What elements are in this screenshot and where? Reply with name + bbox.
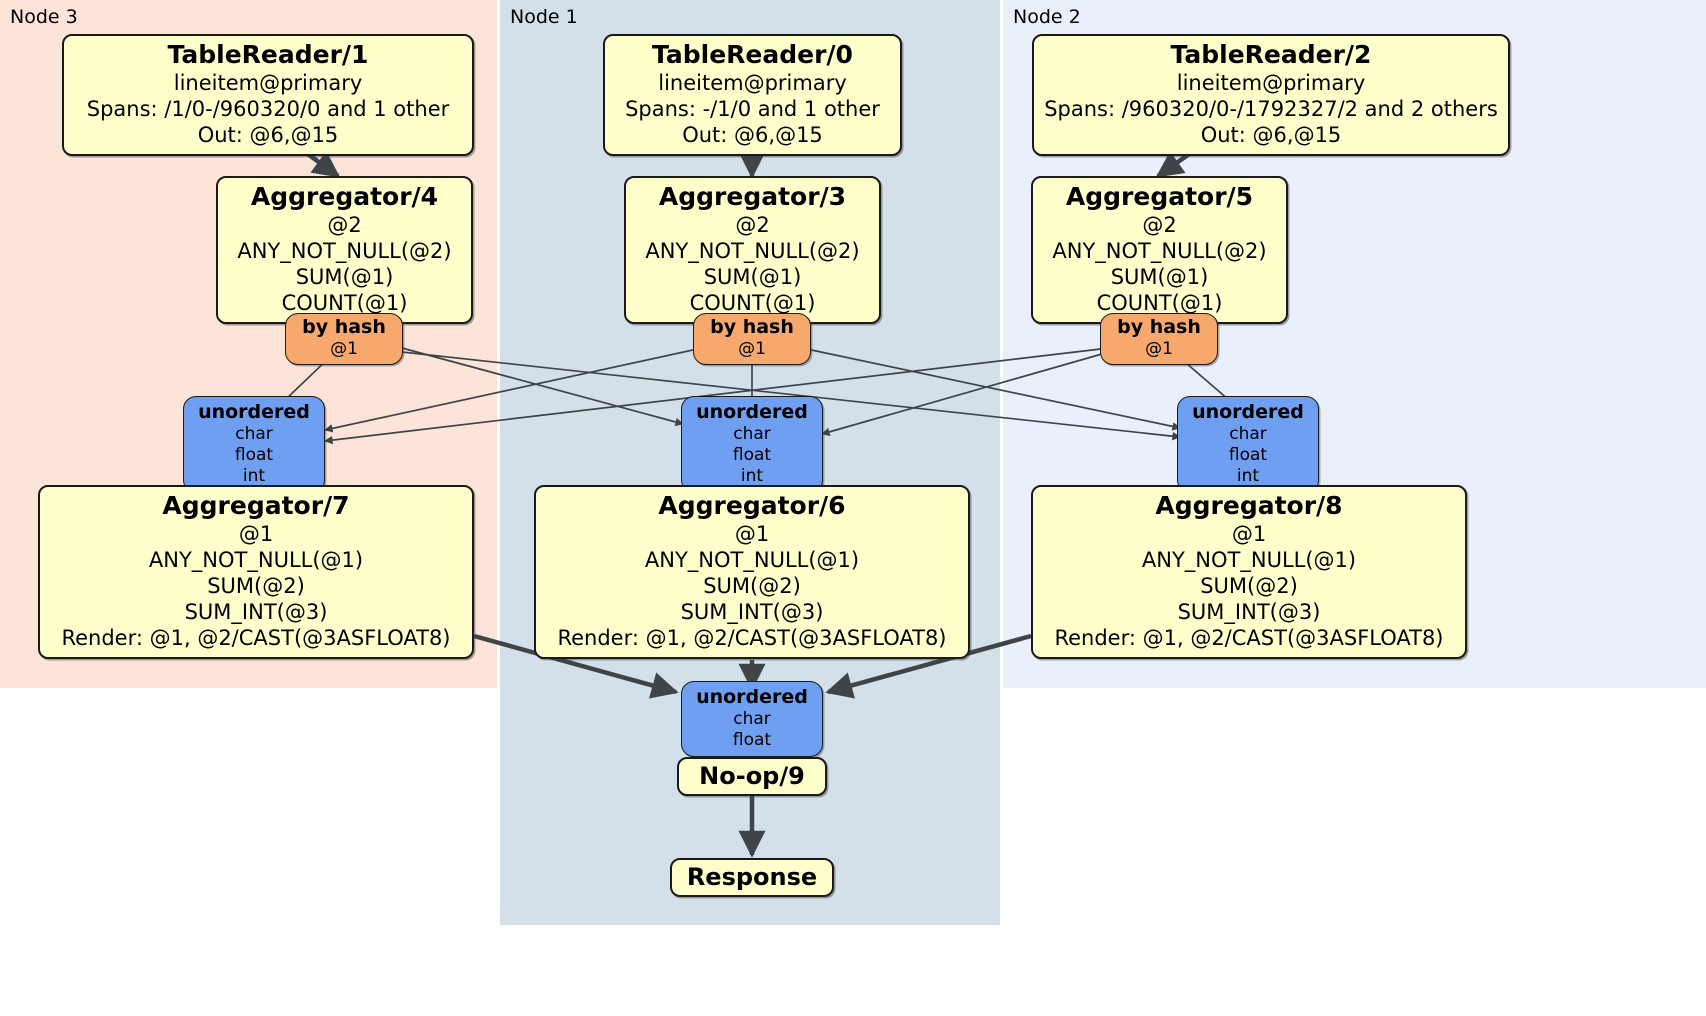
processor-line: SUM(@2) [207, 574, 305, 598]
processor-line: @2 [327, 213, 362, 237]
processor-line: SUM(@2) [1200, 574, 1298, 598]
synchronizer-unordered-node1[interactable]: unordered char float int [681, 396, 823, 493]
router-by-hash-node1[interactable]: by hash @1 [693, 313, 811, 365]
synchronizer-unordered-final[interactable]: unordered char float [681, 681, 823, 757]
synchronizer-line: char [733, 424, 771, 444]
processor-title: Aggregator/8 [1155, 491, 1343, 520]
synchronizer-line: float [732, 445, 772, 465]
processor-line: SUM_INT(@3) [1177, 600, 1321, 624]
processor-line: lineitem@primary [658, 71, 847, 95]
processor-noop-9[interactable]: No-op/9 [677, 757, 827, 796]
processor-line: COUNT(@1) [1096, 291, 1223, 315]
processor-aggregator-6[interactable]: Aggregator/6 @1 ANY_NOT_NULL(@1) SUM(@2)… [534, 485, 970, 659]
processor-line: @1 [734, 522, 770, 546]
router-line: @1 [330, 339, 358, 359]
processor-title: TableReader/0 [652, 40, 853, 69]
synchronizer-title: unordered [696, 401, 808, 423]
synchronizer-unordered-node2[interactable]: unordered char float int [1177, 396, 1319, 493]
processor-line: ANY_NOT_NULL(@2) [645, 239, 860, 263]
synchronizer-title: unordered [198, 401, 310, 423]
processor-line: ANY_NOT_NULL(@1) [148, 548, 364, 572]
processor-line: SUM(@1) [703, 265, 802, 289]
processor-line: Out: @6,@15 [1200, 123, 1342, 147]
router-by-hash-node3[interactable]: by hash @1 [285, 313, 403, 365]
processor-line: ANY_NOT_NULL(@2) [237, 239, 452, 263]
router-by-hash-node2[interactable]: by hash @1 [1100, 313, 1218, 365]
router-line: @1 [1145, 339, 1173, 359]
processor-line: ANY_NOT_NULL(@2) [1052, 239, 1267, 263]
synchronizer-line: char [1229, 424, 1267, 444]
processor-line: lineitem@primary [1176, 71, 1366, 95]
processor-line: Spans: /960320/0-/1792327/2 and 2 others [1044, 97, 1498, 121]
processor-line: SUM(@2) [703, 574, 801, 598]
processor-title: TableReader/1 [167, 40, 369, 69]
processor-title: Response [686, 863, 818, 891]
panel-node-2-label: Node 2 [1013, 6, 1081, 28]
processor-aggregator-7[interactable]: Aggregator/7 @1 ANY_NOT_NULL(@1) SUM(@2)… [38, 485, 474, 659]
processor-line: @2 [1142, 213, 1177, 237]
processor-line: COUNT(@1) [281, 291, 408, 315]
processor-title: Aggregator/6 [658, 491, 846, 520]
processor-line: COUNT(@1) [689, 291, 816, 315]
processor-title: No-op/9 [699, 762, 805, 790]
processor-render-line: Render: @1, @2/CAST(@3ASFLOAT8) [61, 626, 451, 650]
processor-line: ANY_NOT_NULL(@1) [1141, 548, 1357, 572]
synchronizer-line: int [242, 466, 266, 486]
processor-title: Aggregator/5 [1065, 182, 1254, 211]
router-title: by hash [710, 316, 794, 338]
processor-line: Out: @6,@15 [197, 123, 339, 147]
router-title: by hash [302, 316, 386, 338]
synchronizer-line: char [235, 424, 273, 444]
processor-render-line: Render: @1, @2/CAST(@3ASFLOAT8) [1054, 626, 1444, 650]
processor-line: @1 [238, 522, 274, 546]
processor-tablereader-0[interactable]: TableReader/0 lineitem@primary Spans: -/… [603, 34, 902, 156]
synchronizer-title: unordered [696, 686, 808, 708]
processor-line: SUM_INT(@3) [680, 600, 824, 624]
processor-line: Spans: /1/0-/960320/0 and 1 other [86, 97, 450, 121]
synchronizer-unordered-node3[interactable]: unordered char float int [183, 396, 325, 493]
processor-aggregator-8[interactable]: Aggregator/8 @1 ANY_NOT_NULL(@1) SUM(@2)… [1031, 485, 1467, 659]
processor-title: Aggregator/7 [162, 491, 350, 520]
processor-line: SUM_INT(@3) [184, 600, 328, 624]
processor-tablereader-1[interactable]: TableReader/1 lineitem@primary Spans: /1… [62, 34, 474, 156]
synchronizer-line: int [1236, 466, 1260, 486]
processor-title: TableReader/2 [1170, 40, 1372, 69]
processor-render-line: Render: @1, @2/CAST(@3ASFLOAT8) [557, 626, 947, 650]
processor-response[interactable]: Response [670, 858, 834, 897]
processor-line: ANY_NOT_NULL(@1) [644, 548, 860, 572]
synchronizer-line: float [234, 445, 274, 465]
processor-title: Aggregator/3 [658, 182, 847, 211]
synchronizer-title: unordered [1192, 401, 1304, 423]
router-title: by hash [1117, 316, 1201, 338]
router-line: @1 [738, 339, 766, 359]
panel-node-1-label: Node 1 [510, 6, 578, 28]
processor-line: SUM(@1) [1110, 265, 1209, 289]
synchronizer-line: int [740, 466, 764, 486]
processor-line: Spans: -/1/0 and 1 other [625, 97, 880, 121]
synchronizer-line: float [732, 730, 772, 750]
synchronizer-line: char [733, 709, 771, 729]
processor-aggregator-3[interactable]: Aggregator/3 @2 ANY_NOT_NULL(@2) SUM(@1)… [624, 176, 881, 324]
processor-line: Out: @6,@15 [682, 123, 823, 147]
processor-aggregator-5[interactable]: Aggregator/5 @2 ANY_NOT_NULL(@2) SUM(@1)… [1031, 176, 1288, 324]
panel-node-3-label: Node 3 [10, 6, 78, 28]
processor-line: SUM(@1) [295, 265, 394, 289]
processor-tablereader-2[interactable]: TableReader/2 lineitem@primary Spans: /9… [1032, 34, 1510, 156]
synchronizer-line: float [1228, 445, 1268, 465]
processor-line: @1 [1231, 522, 1267, 546]
processor-line: @2 [735, 213, 770, 237]
processor-title: Aggregator/4 [250, 182, 439, 211]
processor-line: lineitem@primary [173, 71, 363, 95]
processor-aggregator-4[interactable]: Aggregator/4 @2 ANY_NOT_NULL(@2) SUM(@1)… [216, 176, 473, 324]
